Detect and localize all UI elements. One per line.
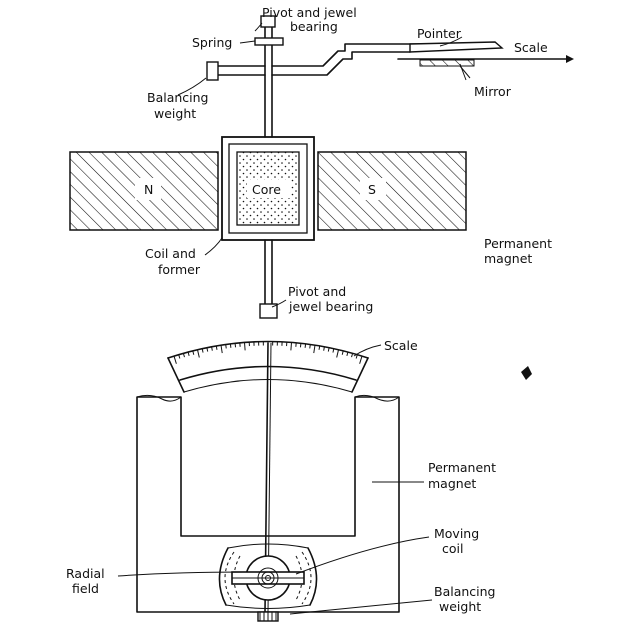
top-diagram: Pivot and jewel bearing Spring Pointer S… xyxy=(69,5,574,319)
label-pivot-top-line2: bearing xyxy=(290,19,338,34)
label-pivot-top-line1: Pivot and jewel xyxy=(262,5,357,20)
scale-tick xyxy=(187,351,190,357)
scale-tick xyxy=(182,353,185,358)
scale-tick xyxy=(336,349,339,358)
label-balancing-bottom-line2: weight xyxy=(439,599,481,614)
scale-tick xyxy=(323,346,325,351)
scale-tick xyxy=(313,345,316,354)
scale-tick xyxy=(178,354,181,359)
label-magnet-top-line2: magnet xyxy=(484,251,532,266)
label-north: N xyxy=(144,182,153,197)
radial-field-region xyxy=(218,547,318,606)
label-pointer: Pointer xyxy=(417,26,462,41)
ink-smudge xyxy=(521,366,532,380)
scale-tick xyxy=(332,348,335,353)
scale-tick xyxy=(290,342,292,351)
scale-tick xyxy=(225,344,227,349)
label-coil-line2: former xyxy=(158,262,201,277)
spring xyxy=(254,37,284,46)
label-pivot-bottom-line1: Pivot and xyxy=(288,284,346,299)
scale-tick xyxy=(318,345,321,350)
label-balancing-top-line2: weight xyxy=(154,106,196,121)
label-balancing-bottom-line1: Balancing xyxy=(434,584,496,599)
pointer xyxy=(409,41,504,53)
bottom-pivot-bearing xyxy=(259,303,278,319)
label-radial-line2: field xyxy=(72,581,99,596)
scale-tick xyxy=(355,354,358,359)
scale-tick xyxy=(206,347,209,352)
scale-tick xyxy=(327,347,330,352)
scale-tick xyxy=(197,349,200,358)
bottom-diagram: Scale Permanent magnet Moving coil Radia… xyxy=(66,338,496,622)
label-magnet-top-line1: Permanent xyxy=(484,236,552,251)
mirror xyxy=(419,59,475,67)
label-magnet-bottom-line2: magnet xyxy=(428,476,476,491)
scale-tick xyxy=(346,351,349,357)
scale-tick xyxy=(215,345,218,350)
label-magnet-bottom-line1: Permanent xyxy=(428,460,496,475)
label-moving-line1: Moving xyxy=(434,526,479,541)
label-south: S xyxy=(368,182,376,197)
label-moving-line2: coil xyxy=(442,541,463,556)
top-pivot-bearing xyxy=(260,15,276,28)
label-coil-line1: Coil and xyxy=(145,246,196,261)
scale-tick xyxy=(220,345,223,354)
scale-tick xyxy=(192,350,195,355)
label-pivot-bottom-line2: jewel bearing xyxy=(288,299,373,314)
scale-tick xyxy=(201,348,204,353)
label-scale-bottom: Scale xyxy=(384,338,418,353)
label-mirror: Mirror xyxy=(474,84,512,99)
scale-tick xyxy=(359,355,363,364)
balancing-weight-top xyxy=(206,61,219,81)
scale-tick xyxy=(211,346,213,351)
label-balancing-top-line1: Balancing xyxy=(147,90,209,105)
label-scale-top: Scale xyxy=(514,40,548,55)
label-radial-line1: Radial xyxy=(66,566,105,581)
label-core: Core xyxy=(252,182,281,197)
scale-tick xyxy=(173,355,177,364)
scale-tick xyxy=(309,344,311,349)
scale-ticks xyxy=(173,341,363,364)
coil xyxy=(228,143,308,234)
scale-tick xyxy=(244,342,246,351)
south-pole-magnet xyxy=(317,151,467,231)
scale-tick xyxy=(351,353,354,358)
label-spring: Spring xyxy=(192,35,232,50)
scale-tick xyxy=(341,350,344,355)
